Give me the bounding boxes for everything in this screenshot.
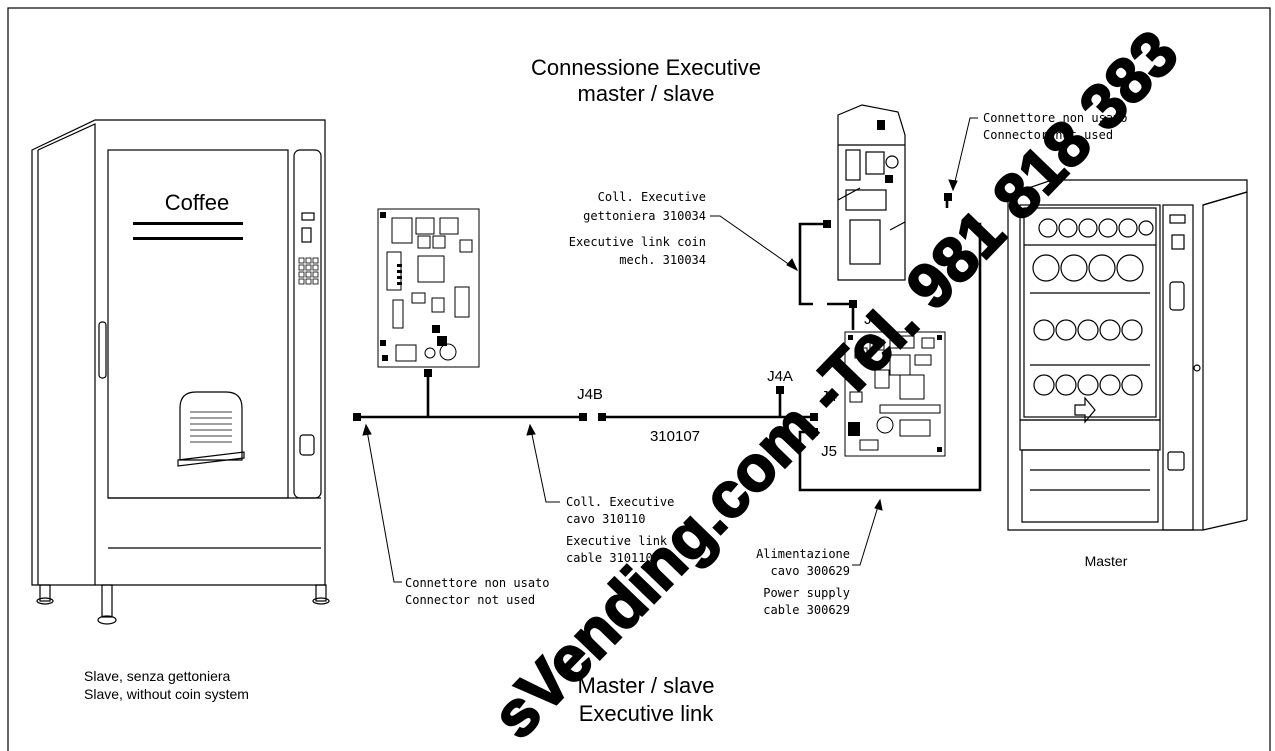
master-vending-machine	[1007, 179, 1248, 531]
callout-leader-lines	[362, 117, 978, 583]
cable-code-label: 310107	[650, 428, 700, 445]
coin-link-en-line-2: mech. 310034	[619, 253, 706, 267]
power-en-line-2: cable 300629	[763, 603, 850, 617]
master-product-spirals	[1032, 218, 1154, 396]
coin-link-it-line-2: gettoniera 310034	[583, 209, 706, 223]
watermark-text: sVending.com -Tel. 981 818 383	[478, 17, 1191, 751]
connector-label-j4: J4	[821, 388, 837, 405]
slave-caption-en: Slave, without coin system	[84, 686, 249, 702]
power-en-line-1: Power supply	[763, 586, 850, 600]
power-it-line-1: Alimentazione	[756, 547, 850, 561]
cable-connector-squares	[353, 193, 952, 436]
footer-title-line-2: Executive link	[579, 701, 715, 726]
master-board-hatch	[848, 335, 942, 452]
unused-top-en: Connector not used	[983, 128, 1113, 142]
coin-link-it-line-1: Coll. Executive	[598, 190, 706, 204]
connector-label-j4b: J4B	[577, 386, 603, 403]
unused-bottom-en: Connector not used	[405, 593, 535, 607]
diagram-frame	[7, 7, 1271, 751]
coin-link-en-line-1: Executive link coin	[569, 235, 706, 249]
exec-cable-en-line-2: cable 310110	[566, 551, 653, 565]
master-control-board	[844, 331, 946, 457]
connector-label-j4a: J4A	[767, 368, 793, 385]
coffee-panel-bar-top	[133, 222, 243, 225]
connector-label-j7: J7	[864, 311, 880, 328]
master-caption: Master	[1085, 553, 1128, 569]
unused-top-it: Connettore non usato	[983, 111, 1128, 125]
slave-caption-it: Slave, senza gettoniera	[84, 668, 231, 684]
exec-cable-it-line-1: Coll. Executive	[566, 495, 674, 509]
unused-bottom-it: Connettore non usato	[405, 576, 550, 590]
exec-cable-en-line-1: Executive link	[566, 534, 668, 548]
exec-cable-it-line-2: cavo 310110	[566, 512, 645, 526]
diagram-title-line-2: master / slave	[578, 81, 715, 106]
connector-label-j5: J5	[821, 443, 837, 460]
coffee-panel-bar-bottom	[133, 237, 243, 240]
coin-mechanism	[837, 104, 906, 281]
power-it-line-2: cavo 300629	[771, 564, 850, 578]
coin-mechanism-shading	[877, 120, 893, 183]
slave-vending-machine	[31, 119, 330, 625]
coffee-panel-label: Coffee	[165, 190, 229, 215]
slave-control-board	[377, 208, 480, 368]
diagram-title-line-1: Connessione Executive	[531, 55, 761, 80]
footer-title-line-1: Master / slave	[578, 673, 715, 698]
slave-board-hatch	[380, 212, 447, 361]
executive-link-cable	[356, 197, 982, 492]
